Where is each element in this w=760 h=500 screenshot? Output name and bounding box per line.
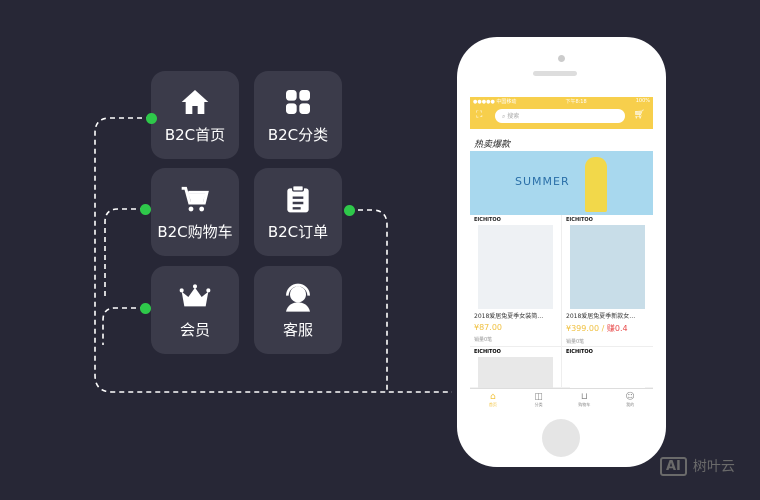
sold-count: 销量0笔 xyxy=(566,339,585,345)
banner-title: SUMMER xyxy=(515,175,570,188)
menu-label: B2C购物车 xyxy=(157,222,233,241)
menu-label: B2C分类 xyxy=(267,125,329,144)
product-card[interactable]: EICHITOO 2018爱居兔夏季女装简… ¥87.00 销量0笔 xyxy=(470,215,561,346)
camera xyxy=(558,55,565,62)
connector-cart xyxy=(104,208,145,300)
search-input[interactable]: ⌕ 搜索 xyxy=(495,109,625,123)
clipboard-icon xyxy=(287,184,309,212)
product-price: ¥399.00 / 赚0.4 xyxy=(566,323,649,334)
home-button[interactable] xyxy=(542,419,580,457)
commission: 赚0.4 xyxy=(606,324,628,333)
watermark: AI 树叶云 xyxy=(660,456,735,476)
sold-count: 销量0笔 xyxy=(474,337,493,343)
category-icon: ◫ xyxy=(534,392,543,402)
promo-banner[interactable]: 热卖爆款 SUMMER xyxy=(470,129,653,215)
product-card[interactable]: EICHITOO xyxy=(470,347,561,391)
tab-label: 分类 xyxy=(534,402,543,407)
carrier: ●●●●● 中国移动 xyxy=(473,99,517,105)
product-image xyxy=(478,225,553,309)
connector-dot xyxy=(146,113,157,124)
crown-icon xyxy=(179,283,211,306)
connector-dot xyxy=(140,303,151,314)
tab-home[interactable]: ⌂首页 xyxy=(470,389,516,410)
speaker xyxy=(533,71,577,76)
product-grid: EICHITOO 2018爱居兔夏季女装简… ¥87.00 销量0笔 EICHI… xyxy=(470,215,653,391)
price: ¥399.00 / xyxy=(566,324,605,333)
tab-profile[interactable]: ☺我的 xyxy=(607,389,653,410)
brand: EICHITOO xyxy=(474,217,501,223)
watermark-logo: AI xyxy=(660,456,687,476)
user-icon: ☺ xyxy=(625,392,635,402)
cart-icon[interactable]: 🛒︎ xyxy=(633,110,645,120)
product-name: 2018爱居兔夏季新款女… xyxy=(566,313,636,320)
cart-icon xyxy=(181,186,209,211)
tab-label: 购物车 xyxy=(578,402,591,407)
tab-category[interactable]: ◫分类 xyxy=(516,389,562,410)
menu-label: 会员 xyxy=(179,320,210,339)
battery: 100% xyxy=(635,98,650,104)
headset-icon xyxy=(286,283,310,312)
menu-b2c-category[interactable]: B2C分类 xyxy=(254,71,342,159)
banner-tag: 热卖爆款 xyxy=(474,140,511,150)
product-card[interactable]: EICHITOO xyxy=(562,347,653,391)
app-screen: ●●●●● 中国移动 下午8:18 100% ⛶ ⌕ 搜索 🛒︎ 热卖爆款 SU… xyxy=(470,97,653,410)
product-card[interactable]: EICHITOO 2018爱居兔夏季新款女… ¥399.00 / 赚0.4 销量… xyxy=(562,215,653,346)
menu-customer-service[interactable]: 客服 xyxy=(254,266,342,354)
tab-label: 我的 xyxy=(626,402,635,407)
brand: EICHITOO xyxy=(566,217,593,223)
grid-icon xyxy=(286,89,310,114)
app-header: ●●●●● 中国移动 下午8:18 100% ⛶ ⌕ 搜索 🛒︎ xyxy=(470,97,653,129)
tab-label: 首页 xyxy=(488,402,497,407)
connector-dot xyxy=(344,205,355,216)
brand: EICHITOO xyxy=(474,349,501,355)
menu-label: 客服 xyxy=(282,320,313,339)
banner-model-image xyxy=(585,157,607,212)
menu-label: B2C首页 xyxy=(164,125,226,144)
menu-b2c-cart[interactable]: B2C购物车 xyxy=(151,168,239,256)
brand: EICHITOO xyxy=(566,349,593,355)
time: 下午8:18 xyxy=(565,99,587,105)
product-image xyxy=(478,357,553,391)
connector-home xyxy=(94,117,387,393)
connector-dot xyxy=(140,204,151,215)
home-icon xyxy=(181,89,209,114)
connector-order xyxy=(349,209,452,393)
product-price: ¥87.00 xyxy=(474,323,557,332)
tab-bar: ⌂首页 ◫分类 ⊔购物车 ☺我的 xyxy=(470,388,653,410)
menu-b2c-order[interactable]: B2C订单 xyxy=(254,168,342,256)
menu-member[interactable]: 会员 xyxy=(151,266,239,354)
menu-label: B2C订单 xyxy=(267,222,329,241)
product-image xyxy=(570,225,645,309)
product-image xyxy=(570,357,645,391)
search-placeholder: 搜索 xyxy=(507,113,520,120)
status-bar: ●●●●● 中国移动 下午8:18 100% xyxy=(470,97,653,106)
menu-b2c-home[interactable]: B2C首页 xyxy=(151,71,239,159)
scan-icon[interactable]: ⛶ xyxy=(476,110,483,120)
home-icon: ⌂ xyxy=(490,392,496,402)
product-name: 2018爱居兔夏季女装简… xyxy=(474,313,544,320)
price: ¥87.00 xyxy=(474,323,502,332)
cart-icon: ⊔ xyxy=(580,392,588,402)
watermark-text: 树叶云 xyxy=(692,459,735,475)
tab-cart[interactable]: ⊔购物车 xyxy=(562,389,608,410)
connector-member xyxy=(102,307,145,345)
